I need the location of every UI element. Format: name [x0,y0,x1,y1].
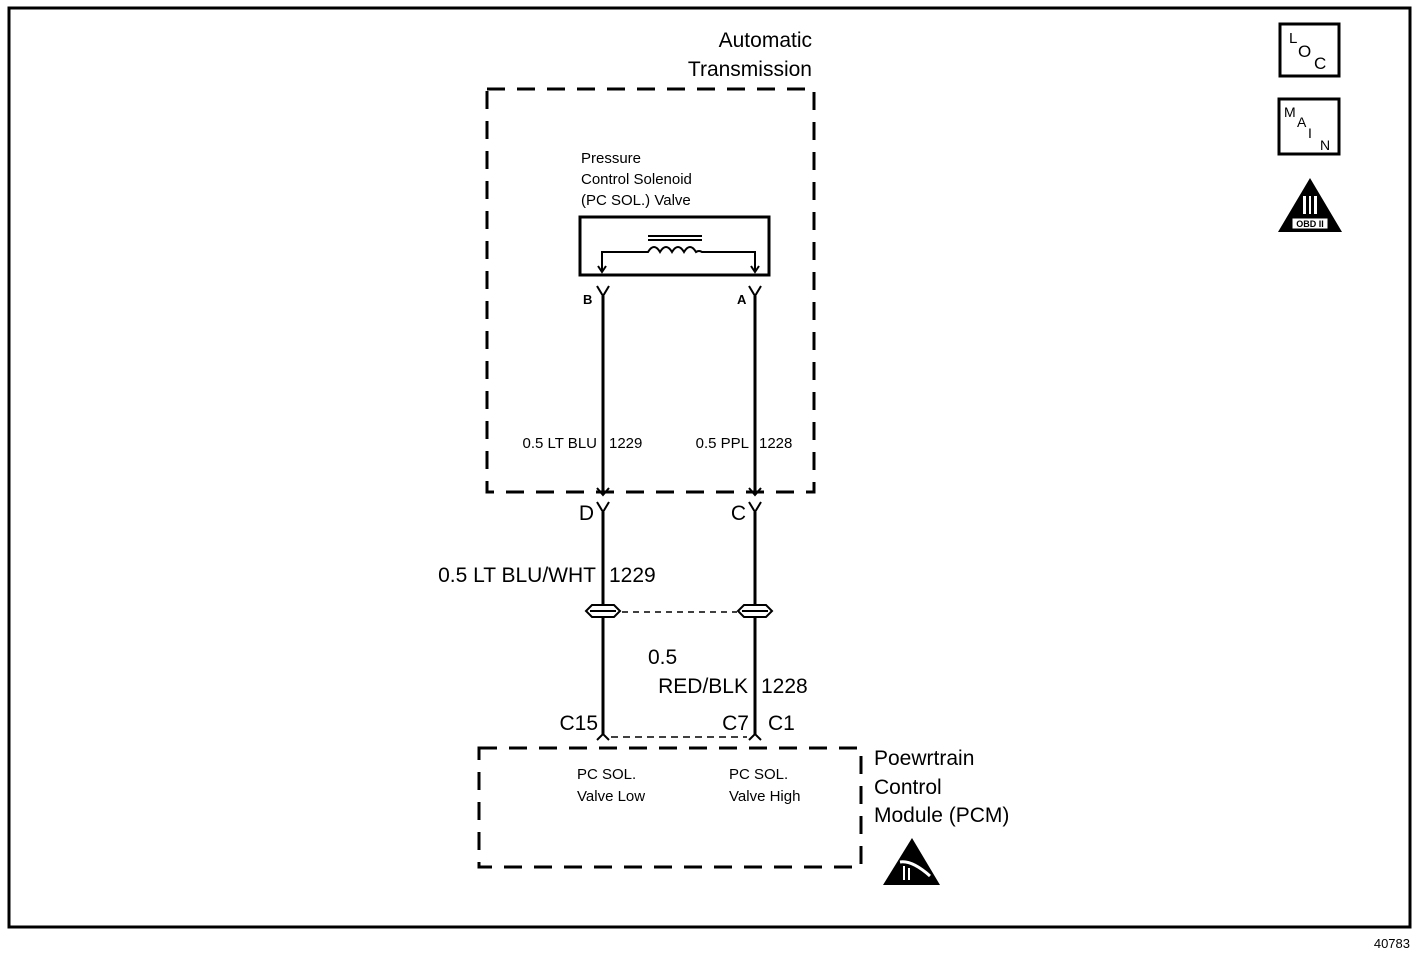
pcm-boundary [477,746,863,869]
pin-c1-connector-icon [748,732,762,741]
solenoid-component [578,215,771,277]
obd-ii-badge-icon: OBD II [1278,178,1342,232]
pin-c15-label: C15 [559,712,598,735]
terminal-b-label: B [583,292,592,307]
wire-right-internal-circuit: 1228 [759,435,792,452]
wire-right-external-circuit: 1228 [761,675,808,698]
solenoid-label-line1: Pressure [581,150,641,167]
svg-text:OBD II: OBD II [1296,219,1324,229]
wire-left-internal-circuit: 1229 [609,435,642,452]
pin-c7-label: C7 [722,712,749,735]
svg-text:M: M [1284,104,1296,120]
loc-badge-icon: L O C [1278,22,1341,78]
terminal-b-connector-icon [596,285,610,298]
wire-right-external-gauge: 0.5 [648,646,677,669]
esd-warning-icon [883,838,940,885]
pin-c15-connector-icon [596,732,610,741]
wire-left-internal-color: 0.5 LT BLU [523,435,598,452]
coil-icon [601,246,756,270]
wire-right-internal-color: 0.5 PPL [696,435,749,452]
terminal-a-label: A [737,292,747,307]
svg-text:I: I [1308,125,1312,141]
transmission-title-line1: Automatic [719,29,812,52]
transmission-boundary [485,87,816,494]
pcm-name-line1: Poewrtrain [874,747,974,770]
pin-d-label: D [579,502,594,525]
pcm-name-line3: Module (PCM) [874,804,1009,827]
svg-text:L: L [1289,30,1297,47]
pin-c1-label: C1 [768,712,795,735]
svg-text:O: O [1298,42,1311,61]
wire-right-external-color: RED/BLK [658,675,748,698]
main-badge-icon: M A I N [1277,97,1341,156]
terminal-a-connector-icon [748,285,762,298]
twisted-pair-marker-right [736,604,774,618]
pin-c-label: C [731,502,746,525]
pcm-left-label-line2: Valve Low [577,788,645,805]
pin-c-connector-icon [748,501,762,514]
wire-left-external-circuit: 1229 [609,564,656,587]
figure-number: 40783 [1374,936,1410,951]
wire-left-external-color: 0.5 LT BLU/WHT [438,564,596,587]
solenoid-label-line3: (PC SOL.) Valve [581,192,691,209]
svg-text:C: C [1314,54,1326,73]
pin-d-connector-icon [596,501,610,514]
pcm-right-label-line2: Valve High [729,788,800,805]
svg-text:A: A [1297,114,1307,130]
pcm-left-label-line1: PC SOL. [577,766,636,783]
svg-text:N: N [1320,137,1330,153]
solenoid-label-line2: Control Solenoid [581,171,692,188]
pcm-right-label-line1: PC SOL. [729,766,788,783]
transmission-title-line2: Transmission [688,58,812,81]
twisted-pair-marker-left [584,604,622,618]
diagram-frame [7,6,1412,929]
pcm-name-line2: Control [874,776,942,799]
